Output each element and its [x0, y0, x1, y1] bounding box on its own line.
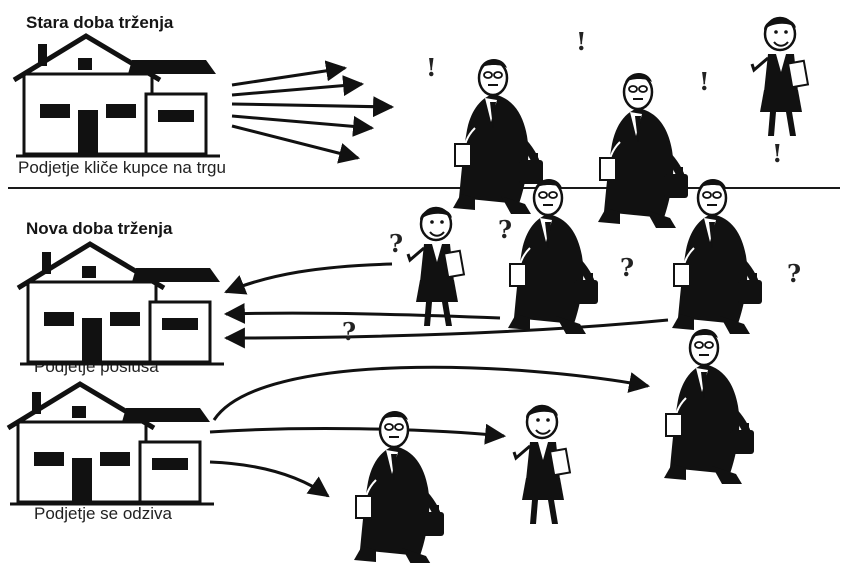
outgoing-arrows: [231, 60, 395, 164]
listening-house: [18, 244, 224, 364]
responding-house: [8, 384, 214, 504]
arrow-out-5: [231, 124, 361, 164]
respond-caption: Podjetje se odziva: [34, 504, 172, 523]
new-businessman-2: [672, 179, 762, 334]
served-businessman-2: [354, 411, 444, 563]
arrow-respond-2: [209, 423, 507, 445]
old-era-house: [14, 36, 220, 156]
arrow-respond-3: [209, 460, 330, 498]
question-mark: ?: [498, 215, 512, 244]
old-era-title: Stara doba trženja: [26, 13, 174, 32]
arrow-out-2: [231, 75, 365, 97]
question-mark: ?: [389, 229, 403, 258]
arrow-in-3: [223, 318, 669, 349]
new-era-title: Nova doba trženja: [26, 219, 173, 238]
exclamation-mark: !: [576, 27, 587, 56]
old-era-caption: Podjetje kliče kupce na trgu: [18, 158, 226, 177]
question-mark: ?: [620, 253, 634, 282]
arrow-in-2: [223, 302, 501, 324]
arrow-in-1: [224, 262, 393, 295]
served-businesswoman: [512, 404, 572, 526]
exclamation-mark: !: [426, 53, 437, 82]
response-arrows: [209, 365, 651, 498]
new-businesswoman: [406, 206, 466, 328]
arrow-out-1: [231, 60, 348, 87]
exclamation-mark: !: [699, 67, 710, 96]
old-businessman-1: [453, 59, 543, 214]
arrow-out-3: [231, 96, 395, 118]
new-businessman-1: [508, 179, 598, 334]
exclamation-mark: !: [772, 139, 783, 168]
served-businessman-1: [664, 329, 754, 484]
question-mark: ?: [342, 317, 356, 346]
question-mark: ?: [787, 259, 801, 288]
old-businesswoman: [750, 16, 810, 138]
section-divider: [8, 187, 840, 189]
arrow-out-4: [231, 114, 375, 137]
arrow-respond-1: [212, 365, 651, 421]
old-businessman-2: [598, 73, 688, 228]
incoming-arrows: [223, 262, 669, 349]
